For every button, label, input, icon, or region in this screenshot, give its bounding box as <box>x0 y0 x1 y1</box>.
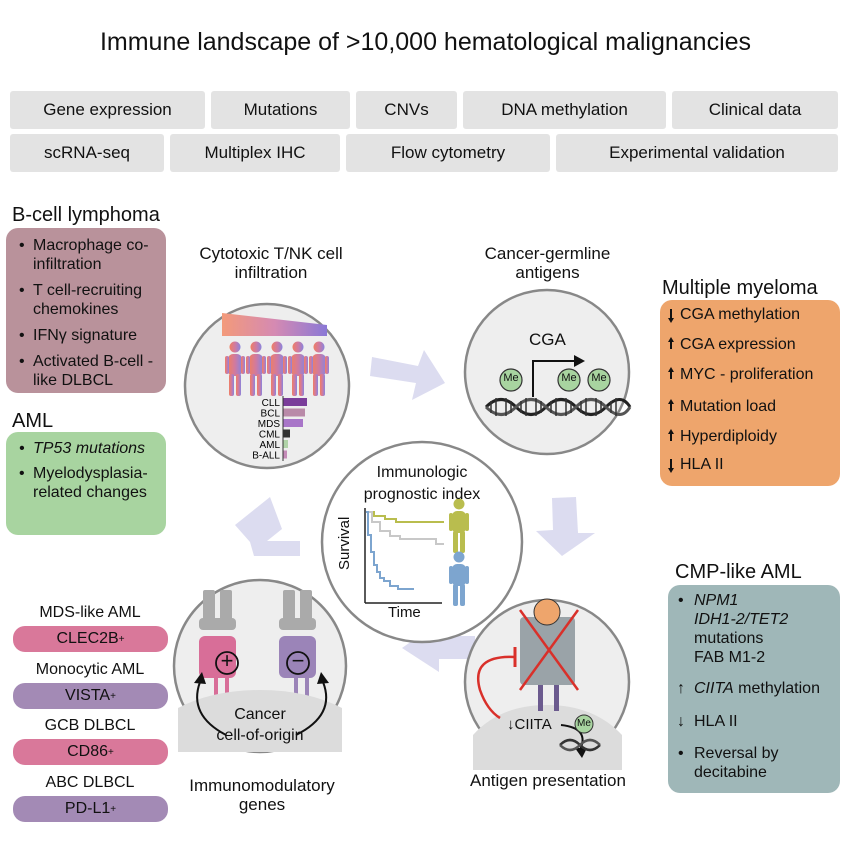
bar-cll <box>283 398 307 406</box>
marker-pill-vista: VISTA+ <box>13 683 168 709</box>
marker-label-monocytic-aml: Monocytic AML <box>35 661 145 678</box>
cmp-reversal: •Reversal by decitabine <box>678 745 779 781</box>
data-type-gene-expression: Gene expression <box>10 91 205 129</box>
bar-mds <box>283 419 303 427</box>
antigen-me-label: Me <box>577 718 591 729</box>
caption-center: Immunologic prognostic index <box>363 464 481 503</box>
marker-label-abc-dlbcl: ABC DLBCL <box>45 774 135 791</box>
data-type-multiplex-ihc: Multiplex IHC <box>170 134 340 172</box>
marker-label-gcb-dlbcl: GCB DLBCL <box>44 717 136 734</box>
bar-label-cll: CLL <box>262 398 281 409</box>
km-ylabel: Survival <box>336 516 353 570</box>
bar-label-mds: MDS <box>258 419 281 430</box>
cmp-like-aml-heading: CMP-like AML <box>675 561 802 583</box>
cmp-hla: ↓HLA II <box>677 713 738 730</box>
dna-helix <box>484 398 632 416</box>
me-label-3: Me <box>591 372 607 384</box>
data-type-cnvs: CNVs <box>356 91 457 129</box>
bcl-item: T cell-recruiting chemokines <box>19 281 166 319</box>
bar-bcl <box>283 408 305 417</box>
aml-item: Myelodysplasia-related changes <box>19 464 166 502</box>
mm-item: HLA II <box>666 455 840 474</box>
plus-sign: + <box>220 648 234 673</box>
me-circle-1 <box>499 368 523 392</box>
bar-label-aml: AML <box>259 440 280 451</box>
bar-aml <box>283 440 288 448</box>
coo-label: cell-of-origin <box>216 727 304 744</box>
caption-immunomod: Immunomodulatory genes <box>189 776 335 814</box>
data-type-flow-cytometry: Flow cytometry <box>346 134 550 172</box>
marker-pill-cd86: CD86+ <box>13 739 168 765</box>
b-cell-lymphoma-heading: B-cell lymphoma <box>12 204 160 226</box>
cmp-mutations: • NPM1 IDH1-2/TET2 mutations FAB M1-2 <box>678 592 789 666</box>
antigen-diagram <box>473 598 622 770</box>
aml-item: TP53 mutations <box>19 439 166 458</box>
page-title: Immune landscape of >10,000 hematologica… <box>99 28 752 56</box>
bar-label-cml: CML <box>259 430 281 441</box>
marker-label-mds-like-aml: MDS-like AML <box>39 604 141 621</box>
cycle-arrows <box>235 350 595 672</box>
antigen-ciita-label: ↓CIITA <box>507 716 552 733</box>
me-circle-3 <box>587 368 611 392</box>
km-plot <box>364 508 444 604</box>
data-type-mutations: Mutations <box>211 91 350 129</box>
bar-cml <box>283 429 290 438</box>
mm-item: Mutation load <box>666 397 840 427</box>
marker-pill-clec2b: CLEC2B+ <box>13 626 168 652</box>
b-cell-lymphoma-box: Macrophage co-infiltration T cell-recrui… <box>6 228 166 393</box>
cga-gene-label: CGA <box>529 330 566 349</box>
aml-heading: AML <box>12 410 54 432</box>
bar-label-b-all: B-ALL <box>252 451 280 462</box>
bar-b-all <box>283 450 287 459</box>
bcl-item: IFNγ signature <box>19 326 166 345</box>
caption-cga: Cancer-germline antigens <box>484 244 611 282</box>
mm-item: CGA expression <box>666 335 840 365</box>
bcl-item: Macrophage co-infiltration <box>19 236 166 274</box>
circle-center <box>320 440 524 644</box>
mm-item: MYC - proliferation <box>666 365 840 397</box>
data-type-clinical-data: Clinical data <box>672 91 838 129</box>
km-xlabel: Time <box>388 604 421 621</box>
data-type-scrna-seq: scRNA-seq <box>10 134 164 172</box>
cmp-ciita: ↑CIITA methylation <box>677 680 820 697</box>
cancer-label: Cancer <box>234 706 286 723</box>
aml-box: TP53 mutations Myelodysplasia-related ch… <box>6 432 166 535</box>
promoter-arrow <box>532 360 574 397</box>
bcl-item: Activated B-cell -like DLBCL <box>19 352 166 390</box>
me-label-1: Me <box>503 372 519 384</box>
bar-label-bcl: BCL <box>261 409 281 420</box>
caption-cytotoxic: Cytotoxic T/NK cell infiltration <box>199 244 343 282</box>
multiple-myeloma-heading: Multiple myeloma <box>662 277 818 299</box>
immuno-diagram <box>178 590 342 752</box>
marker-pill-pd-l1: PD-L1+ <box>13 796 168 822</box>
multiple-myeloma-box: CGA methylation CGA expression MYC - pro… <box>660 300 840 486</box>
data-type-experimental-validation: Experimental validation <box>556 134 838 172</box>
me-label-2: Me <box>561 372 577 384</box>
me-circle-2 <box>557 368 581 392</box>
minus-sign: − <box>291 648 305 673</box>
infiltration-gradient-triangle <box>222 313 327 336</box>
mm-item: CGA methylation <box>666 305 840 335</box>
caption-antigen: Antigen presentation <box>470 771 626 790</box>
data-type-dna-methylation: DNA methylation <box>463 91 666 129</box>
circle-cytotoxic <box>183 302 351 470</box>
cmp-like-aml-box: • NPM1 IDH1-2/TET2 mutations FAB M1-2 ↑C… <box>668 585 840 793</box>
mm-item: Hyperdiploidy <box>666 427 840 455</box>
